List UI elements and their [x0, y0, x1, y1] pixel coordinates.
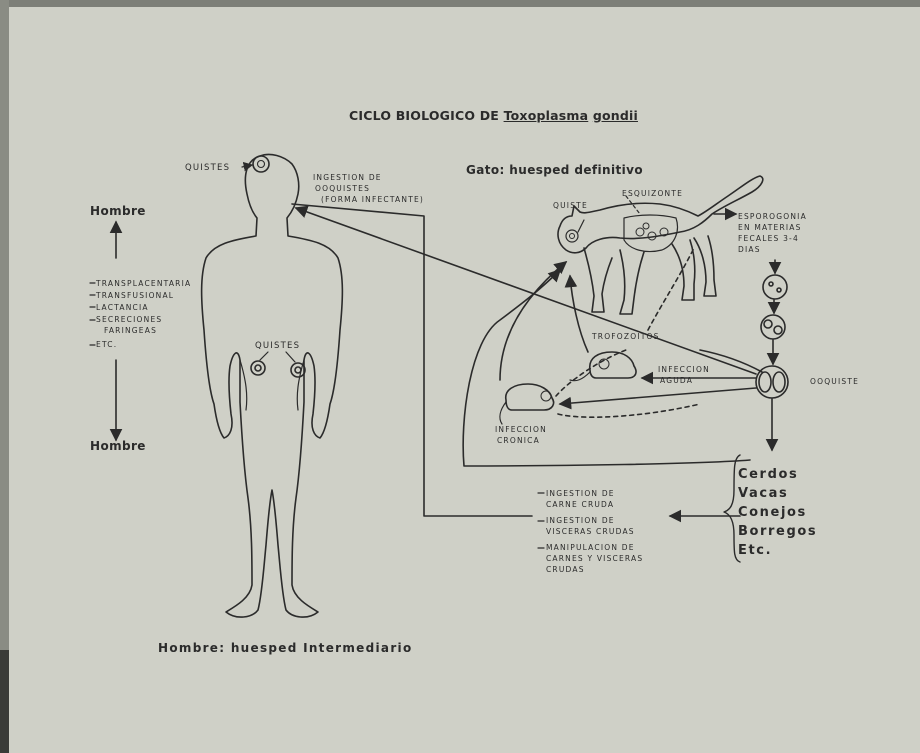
label-gato: Gato: huesped definitivo — [466, 164, 643, 176]
cysts-body-icon — [251, 352, 305, 377]
mouse-chronic — [500, 384, 554, 424]
label-esporogonia: ESPOROGONIA EN MATERIAS FECALES 3-4 DIAS — [738, 211, 807, 255]
label-infeccion-cronica: INFECCION CRONICA — [495, 424, 547, 446]
diagram-title: CICLO BIOLOGICO DE Toxoplasma gondii — [349, 110, 638, 123]
caption-hombre-intermediario: Hombre: huesped Intermediario — [158, 642, 413, 654]
human-figure — [202, 154, 343, 617]
label-quistes-head: QUISTES — [185, 164, 230, 173]
label-hombre-top: Hombre — [90, 205, 146, 217]
ingestion-list: INGESTION DE CARNE CRUDA INGESTION DE VI… — [546, 488, 643, 575]
label-trofozoitos: TROFOZOITOS — [592, 331, 660, 342]
label-quistes-body: QUISTES — [255, 342, 300, 351]
ingestion-dashes — [538, 493, 544, 548]
label-hombre-bottom: Hombre — [90, 440, 146, 452]
arrow-ingestion-to-human — [292, 204, 532, 516]
label-esquizonte: ESQUIZONTE — [622, 188, 683, 199]
oocyst-stages — [756, 260, 788, 450]
mouse-acute — [570, 352, 636, 381]
label-ooquiste: OOQUISTE — [810, 376, 859, 387]
label-quiste: QUISTE — [553, 200, 588, 211]
transmission-list: TRANSPLACENTARIA TRANSFUSIONAL LACTANCIA… — [96, 278, 191, 350]
transmission-dashes — [90, 283, 95, 345]
animal-hosts-list: Cerdos Vacas Conejos Borregos Etc. — [738, 465, 817, 560]
label-ingestion-oocysts: INGESTION DE OOQUISTES (FORMA INFECTANTE… — [313, 172, 424, 205]
label-infeccion-aguda: INFECCION AGUDA — [658, 364, 710, 386]
arrow-oocyst-to-human — [296, 208, 756, 374]
arrow-chronic-infection — [560, 388, 756, 404]
